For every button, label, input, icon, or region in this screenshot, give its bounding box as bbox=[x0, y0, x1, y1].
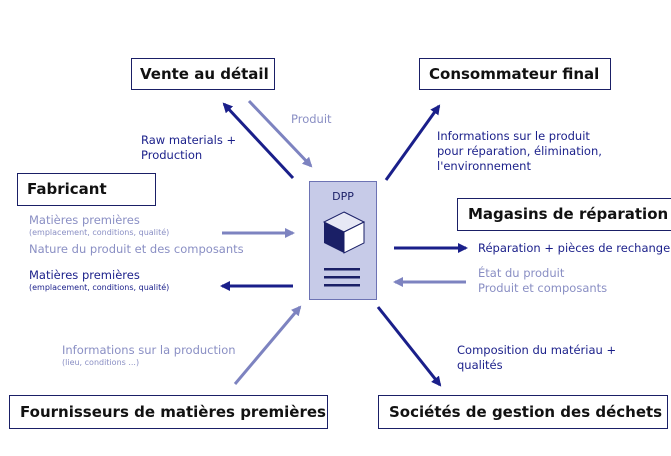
label-composition-1: Composition du matériau + bbox=[457, 343, 617, 357]
arrow-from-vente bbox=[247, 99, 313, 168]
label-info-produit: Informations sur le produit pour réparat… bbox=[437, 129, 602, 174]
label-info-prod-1: Informations sur la production bbox=[62, 343, 236, 357]
label-etat: État du produit Produit et composants bbox=[478, 266, 607, 296]
label-composition: Composition du matériau + qualités bbox=[457, 343, 616, 373]
label-composition-2: qualités bbox=[457, 358, 503, 372]
label-raw-line1: Raw materials + bbox=[141, 133, 237, 147]
box-fabricant-label: Fabricant bbox=[27, 180, 107, 198]
label-info-produit-2: pour réparation, élimination, bbox=[437, 144, 602, 158]
box-vente-label: Vente au détail bbox=[140, 64, 269, 83]
arrow-to-societes bbox=[376, 306, 442, 387]
label-mp-in-1: Matières premières bbox=[29, 213, 140, 227]
label-mp-out-1: Matières premières bbox=[29, 268, 140, 282]
box-fournisseurs-label: Fournisseurs de matières premières bbox=[20, 402, 326, 421]
box-fournisseurs: Fournisseurs de matières premières bbox=[9, 395, 328, 429]
box-societes-gestion-dechets: Sociétés de gestion des déchets bbox=[378, 395, 668, 429]
arrow-to-vente bbox=[222, 102, 295, 180]
arrow-to-consommateur bbox=[384, 104, 441, 181]
box-consommateur-label: Consommateur final bbox=[429, 64, 600, 83]
box-fabricant: Fabricant bbox=[17, 173, 156, 206]
dpp-label: DPP bbox=[332, 190, 354, 203]
label-nature: Nature du produit et des composants bbox=[29, 242, 244, 256]
label-raw-materials: Raw materials + Production bbox=[141, 133, 236, 163]
menu-lines-icon bbox=[324, 268, 360, 287]
label-matieres-in: Matières premières (emplacement, conditi… bbox=[29, 213, 169, 238]
label-etat-2: Produit et composants bbox=[478, 281, 608, 295]
label-info-produit-3: l'environnement bbox=[437, 159, 531, 173]
dpp-card: DPP bbox=[309, 181, 377, 300]
label-info-production: Informations sur la production (lieu, co… bbox=[62, 343, 236, 368]
label-mp-out-2: (emplacement, conditions, qualité) bbox=[29, 283, 170, 292]
label-info-prod-2: (lieu, conditions ...) bbox=[62, 358, 140, 367]
box-magasins-de-reparation: Magasins de réparation bbox=[457, 198, 671, 231]
label-reparation: Réparation + pièces de rechange bbox=[478, 241, 671, 255]
label-etat-1: État du produit bbox=[478, 266, 565, 280]
box-societes-label: Sociétés de gestion des déchets bbox=[389, 402, 663, 421]
cube-icon bbox=[322, 211, 366, 254]
label-raw-line2: Production bbox=[141, 148, 203, 162]
arrow-from-fournisseurs bbox=[233, 305, 302, 385]
label-produit: Produit bbox=[291, 112, 332, 126]
label-matieres-out: Matières premières (emplacement, conditi… bbox=[29, 268, 169, 293]
label-info-produit-1: Informations sur le produit bbox=[437, 129, 590, 143]
box-magasins-label: Magasins de réparation bbox=[468, 205, 669, 223]
box-vente-au-detail: Vente au détail bbox=[131, 58, 275, 90]
box-consommateur-final: Consommateur final bbox=[419, 58, 611, 90]
label-mp-in-2: (emplacement, conditions, qualité) bbox=[29, 228, 170, 237]
